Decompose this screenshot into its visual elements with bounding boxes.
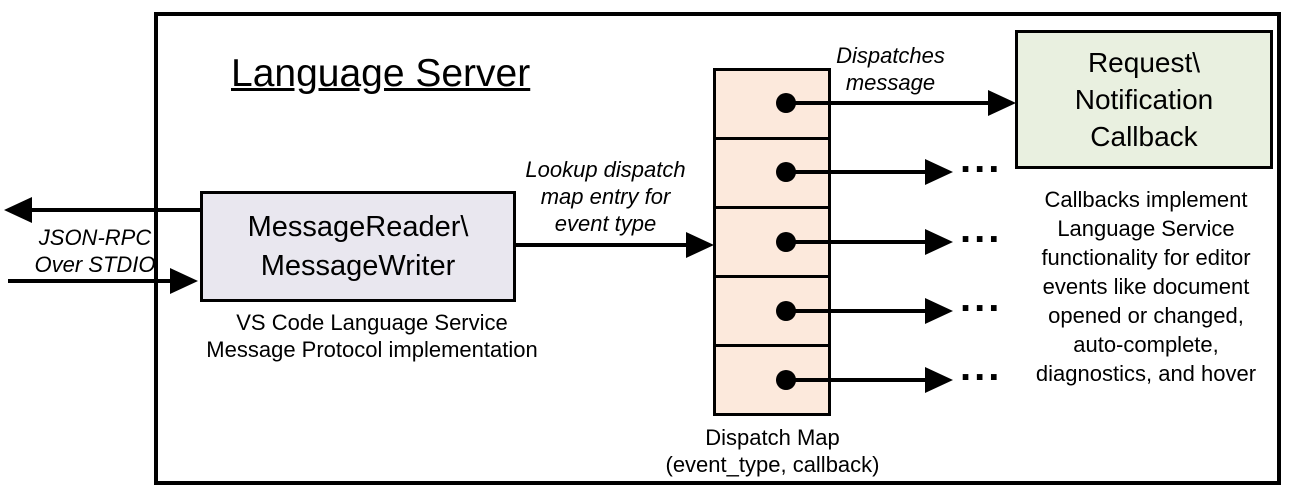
dispatch-map-caption-line1: Dispatch Map <box>705 425 840 450</box>
lookup-label-line3: event type <box>554 211 657 236</box>
callbacks-note-line: auto-complete, <box>1073 332 1219 357</box>
lookup-arrowhead-icon <box>686 232 714 258</box>
jsonrpc-label-line1: JSON-RPC <box>38 225 152 250</box>
stdio-in-arrowhead-icon <box>170 268 198 294</box>
message-box-line2: MessageWriter <box>260 249 456 282</box>
lookup-label-line1: Lookup dispatch <box>525 157 686 182</box>
dispatch-arrow-line-5 <box>786 378 925 382</box>
language-server-frame <box>154 12 1281 485</box>
message-box-line1: MessageReader\ <box>247 210 469 243</box>
ellipsis-label-3: ... <box>960 207 1003 251</box>
dispatch-arrow-line-2 <box>786 170 925 174</box>
jsonrpc-label-line2: Over STDIO <box>34 252 156 277</box>
callbacks-note-line: events like document <box>1042 274 1250 299</box>
lookup-label: Lookup dispatch map entry for event type <box>518 156 693 237</box>
lookup-arrow-line <box>515 243 688 247</box>
request-notification-callback-box: Request\ Notification Callback <box>1015 30 1273 169</box>
callbacks-note-line: Callbacks implement <box>1044 187 1248 212</box>
message-box-caption: VS Code Language Service Message Protoco… <box>200 309 544 363</box>
dispatch-arrowhead-icon-4 <box>925 298 953 324</box>
dispatch-map-caption-line2: (event_type, callback) <box>665 452 880 477</box>
callbacks-note-line: diagnostics, and hover <box>1035 361 1257 386</box>
dispatch-arrowhead-icon-1 <box>988 90 1016 116</box>
ellipsis-label-4: ... <box>960 276 1003 320</box>
page-title: Language Server <box>231 52 531 95</box>
stdio-out-arrow-line <box>30 208 200 212</box>
dispatch-entry-dot-3 <box>776 232 796 252</box>
stdio-out-arrowhead-icon <box>4 197 32 223</box>
dispatches-label: Dispatches message <box>828 42 953 96</box>
dispatches-label-line1: Dispatches <box>836 43 945 68</box>
lookup-label-line2: map entry for <box>540 184 671 209</box>
callbacks-note-line: Language Service <box>1057 216 1235 241</box>
dispatch-entry-dot-4 <box>776 301 796 321</box>
callbacks-note-line: opened or changed, <box>1048 303 1244 328</box>
callback-box-line3: Callback <box>1090 121 1198 152</box>
message-reader-writer-box: MessageReader\ MessageWriter <box>200 191 516 302</box>
message-box-caption-line1: VS Code Language Service <box>236 310 508 335</box>
dispatch-arrow-line-3 <box>786 240 925 244</box>
dispatch-entry-dot-5 <box>776 370 796 390</box>
dispatch-arrowhead-icon-3 <box>925 229 953 255</box>
callback-box-line2: Notification <box>1074 84 1214 115</box>
callbacks-note-line: functionality for editor <box>1041 245 1251 270</box>
message-box-caption-line2: Message Protocol implementation <box>206 337 538 362</box>
dispatch-map-cell <box>716 71 828 140</box>
dispatch-arrowhead-icon-5 <box>925 367 953 393</box>
dispatch-arrow-line-1 <box>786 101 988 105</box>
ellipsis-label-5: ... <box>960 345 1003 389</box>
dispatch-map-caption: Dispatch Map (event_type, callback) <box>655 424 890 478</box>
jsonrpc-label: JSON-RPC Over STDIO <box>15 224 175 278</box>
dispatch-map-cell <box>716 140 828 209</box>
callbacks-note: Callbacks implement Language Service fun… <box>1018 185 1274 388</box>
callback-box-line1: Request\ <box>1087 47 1201 78</box>
dispatches-label-line2: message <box>845 70 936 95</box>
stdio-in-arrow-line <box>8 279 170 283</box>
dispatch-arrowhead-icon-2 <box>925 159 953 185</box>
dispatch-entry-dot-1 <box>776 93 796 113</box>
ellipsis-label-2: ... <box>960 137 1003 181</box>
dispatch-arrow-line-4 <box>786 309 925 313</box>
dispatch-entry-dot-2 <box>776 162 796 182</box>
